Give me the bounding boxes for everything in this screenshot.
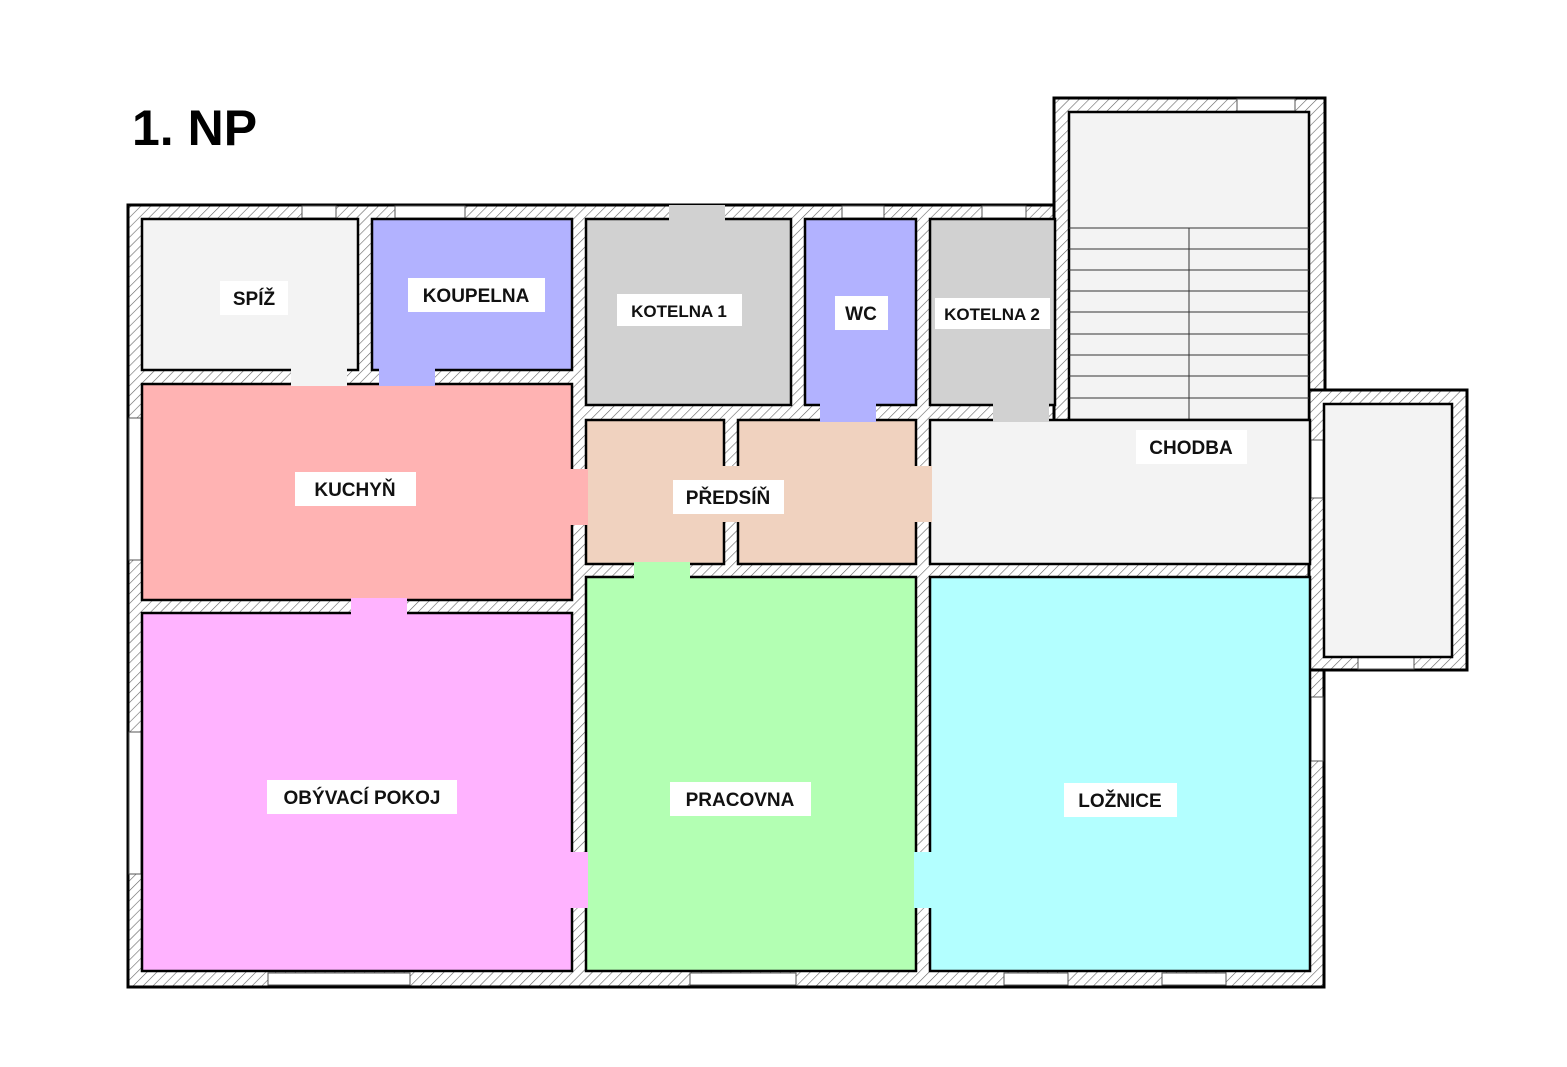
- door-kuchyn-predsin: [570, 469, 588, 525]
- door-pracovna-loznice: [914, 852, 932, 908]
- staircase: [1067, 110, 1311, 422]
- room-label-kotelna-2: KOTELNA 2: [944, 305, 1040, 324]
- door-wc-predsin: [820, 403, 876, 422]
- room-labels: SPÍŽ KOUPELNA KOTELNA 1 WC KOTELNA 2 KUC…: [220, 278, 1247, 817]
- window: [981, 205, 1027, 219]
- window: [1003, 972, 1069, 986]
- room-loznice: [928, 575, 1312, 973]
- window: [1310, 696, 1324, 762]
- rooms: [140, 217, 1312, 973]
- room-label-kuchyn: KUCHYŇ: [314, 479, 395, 501]
- window: [128, 731, 142, 875]
- window: [128, 417, 142, 561]
- room-label-obyvaci-pokoj: OBÝVACÍ POKOJ: [284, 787, 441, 809]
- room-chodba: [928, 418, 1312, 566]
- room-kuchyn: [140, 382, 574, 602]
- room-label-predsin: PŘEDSÍŇ: [686, 487, 770, 509]
- window: [1357, 656, 1415, 670]
- porch-area: [1322, 402, 1454, 659]
- door-spiz-kuchyn: [291, 368, 347, 386]
- room-label-kotelna-1: KOTELNA 1: [631, 302, 727, 321]
- room-label-loznice: LOŽNICE: [1078, 790, 1161, 812]
- room-label-koupelna: KOUPELNA: [423, 286, 530, 307]
- door-kotelna1-outside: [669, 205, 725, 221]
- door-predsin-chodba: [914, 466, 932, 522]
- room-label-chodba: CHODBA: [1149, 438, 1233, 459]
- door-kotelna2-chodba: [993, 403, 1049, 422]
- door-koupelna-kuchyn: [379, 368, 435, 386]
- window: [689, 972, 797, 986]
- door-kuchyn-obyvaci: [351, 598, 407, 615]
- window: [841, 205, 885, 219]
- window: [301, 205, 337, 219]
- floor-title: 1. NP: [132, 100, 257, 156]
- window: [1310, 439, 1324, 499]
- door-obyvaci-pracovna: [570, 852, 588, 908]
- room-label-spiz: SPÍŽ: [233, 288, 276, 310]
- door-predsin-pracovna: [634, 562, 690, 579]
- window: [267, 972, 411, 986]
- window: [394, 205, 466, 219]
- room-label-pracovna: PRACOVNA: [686, 790, 795, 811]
- room-pracovna: [584, 575, 918, 973]
- windows: [128, 98, 1415, 986]
- stair-treads: [1069, 227, 1309, 420]
- window: [1236, 98, 1296, 112]
- window: [1161, 972, 1227, 986]
- room-label-wc: WC: [845, 304, 877, 325]
